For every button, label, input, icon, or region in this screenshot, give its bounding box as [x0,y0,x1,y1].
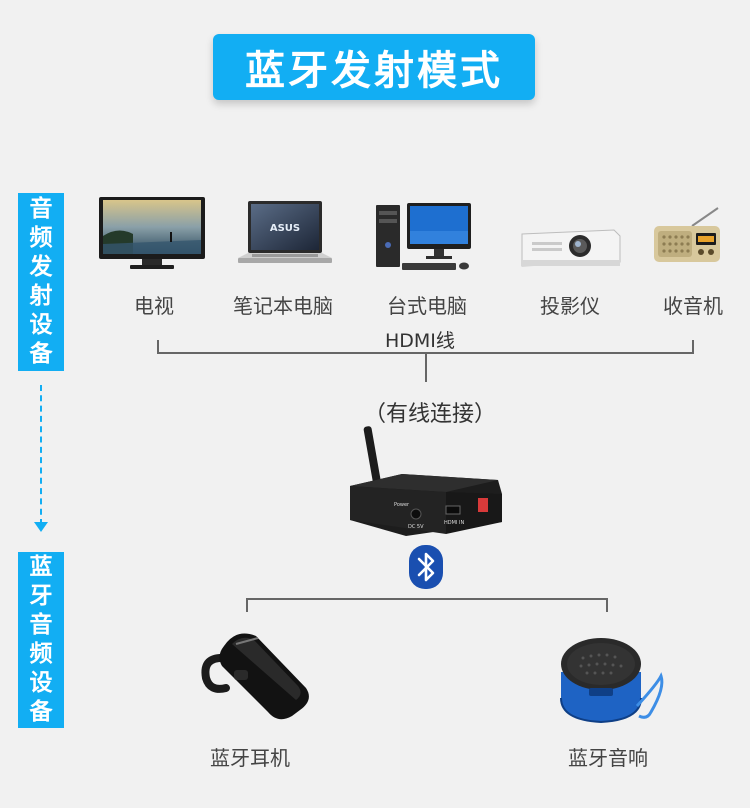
tag-char: 牙 [29,583,53,609]
tag-char: 设 [29,670,53,696]
source-device-label: 笔记本电脑 [233,294,333,318]
power-label: Power [394,502,410,508]
tag-char: 射 [29,283,53,309]
sink-device-label: 蓝牙耳机 [210,746,290,770]
dc-label: DC 5V [408,524,424,530]
laptop-brand-text: ASUS [270,223,300,234]
source-device-label: 收音机 [663,294,723,318]
tag-char: 发 [29,254,53,280]
radio-icon [652,206,722,266]
tag-char: 备 [29,341,53,367]
flow-arrow-head [34,522,48,532]
source-device-label: 投影仪 [540,294,600,318]
tag-char: 频 [29,641,53,667]
wired-connection-label: （有线连接） [364,402,497,427]
bracket-tick [692,340,694,353]
tag-char: 蓝 [29,554,53,580]
projector-icon [518,224,622,270]
hdmi-cable-label: HDMI线 [385,330,455,352]
bluetooth-speaker-icon [553,628,673,728]
hdmi-in-label: HDMI IN [444,520,464,526]
bracket-tick [606,598,608,612]
sink-devices-tag: 蓝 牙 音 频 设 备 [18,552,64,728]
connector-line [425,352,427,382]
bluetooth-transmitter-icon: Power DC 5V HDMI IN [346,424,506,544]
page-title: 蓝牙发射模式 [245,48,503,94]
bracket-tick [246,598,248,612]
tag-char: 音 [29,612,53,638]
bluetooth-icon [408,544,444,590]
source-devices-tag: 音 频 发 射 设 备 [18,193,64,371]
tv-icon [98,196,206,272]
bracket-line [246,598,608,600]
laptop-icon: ASUS [237,200,333,270]
tag-char: 备 [29,699,53,725]
bracket-tick [157,340,159,353]
tag-char: 音 [29,196,53,222]
tag-char: 设 [29,312,53,338]
source-device-label: 台式电脑 [387,294,467,318]
source-device-label: 电视 [134,294,174,318]
flow-arrow-line [40,385,42,525]
sink-device-label: 蓝牙音响 [568,746,648,770]
tag-char: 频 [29,225,53,251]
bluetooth-headset-icon [196,626,316,726]
title-badge: 蓝牙发射模式 [213,34,535,100]
desktop-pc-icon [374,201,476,273]
